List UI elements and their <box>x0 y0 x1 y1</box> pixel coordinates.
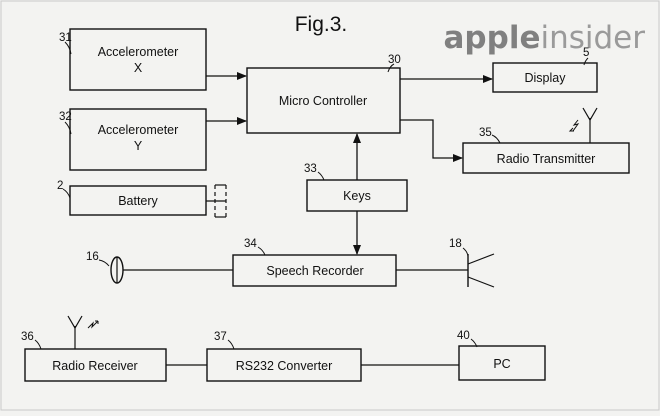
accelerometer-y-label-line1: Accelerometer <box>98 123 179 137</box>
ref-34: 34 <box>244 238 257 250</box>
radio-transmitter-label: Radio Transmitter <box>497 152 596 166</box>
battery-label: Battery <box>118 194 158 208</box>
pc-label: PC <box>493 357 510 371</box>
appleinsider-watermark: appleinsider <box>444 20 646 56</box>
connections <box>123 72 493 366</box>
pc-block: PC <box>458 345 546 381</box>
accelerometer-y-label-line2: Y <box>134 139 143 153</box>
ref-31: 31 <box>59 32 72 44</box>
ref-16: 16 <box>86 251 99 263</box>
ref-36: 36 <box>21 331 34 343</box>
accelerometer-y-block: Accelerometer Y <box>69 108 207 171</box>
keys-block: Keys <box>306 179 408 212</box>
radio-receiver-block: Radio Receiver <box>24 348 167 382</box>
keys-label: Keys <box>343 189 371 203</box>
ref-2: 2 <box>57 180 63 192</box>
micro-controller-block: Micro Controller <box>246 67 401 134</box>
microphone-icon <box>110 256 124 284</box>
ref-30: 30 <box>388 54 401 66</box>
micro-controller-label: Micro Controller <box>279 94 367 108</box>
speech-recorder-label: Speech Recorder <box>266 264 363 278</box>
ref-5: 5 <box>583 47 589 59</box>
ref-37: 37 <box>214 331 227 343</box>
rs232-converter-label: RS232 Converter <box>236 359 333 373</box>
display-block: Display <box>492 62 598 93</box>
rs232-converter-block: RS232 Converter <box>206 348 362 382</box>
ref-33: 33 <box>304 163 317 175</box>
battery-block: Battery <box>69 185 207 216</box>
radio-receiver-label: Radio Receiver <box>52 359 137 373</box>
battery-terminal <box>206 184 227 218</box>
accelerometer-x-block: Accelerometer X <box>69 28 207 91</box>
wire-micro-to-radio-transmitter <box>400 119 463 162</box>
speech-recorder-block: Speech Recorder <box>232 254 397 287</box>
accelerometer-x-label-line2: X <box>134 61 143 75</box>
transmitter-antenna-icon <box>568 107 598 143</box>
ref-32: 32 <box>59 111 72 123</box>
accelerometer-x-label-line1: Accelerometer <box>98 45 179 59</box>
ref-18: 18 <box>449 238 462 250</box>
display-label: Display <box>525 71 567 85</box>
ref-40: 40 <box>457 330 470 342</box>
radio-transmitter-block: Radio Transmitter <box>462 142 630 174</box>
ref-35: 35 <box>479 127 492 139</box>
figure-title: Fig.3. <box>295 13 348 36</box>
receiver-antenna-icon <box>67 315 99 349</box>
speaker-icon <box>467 253 495 288</box>
